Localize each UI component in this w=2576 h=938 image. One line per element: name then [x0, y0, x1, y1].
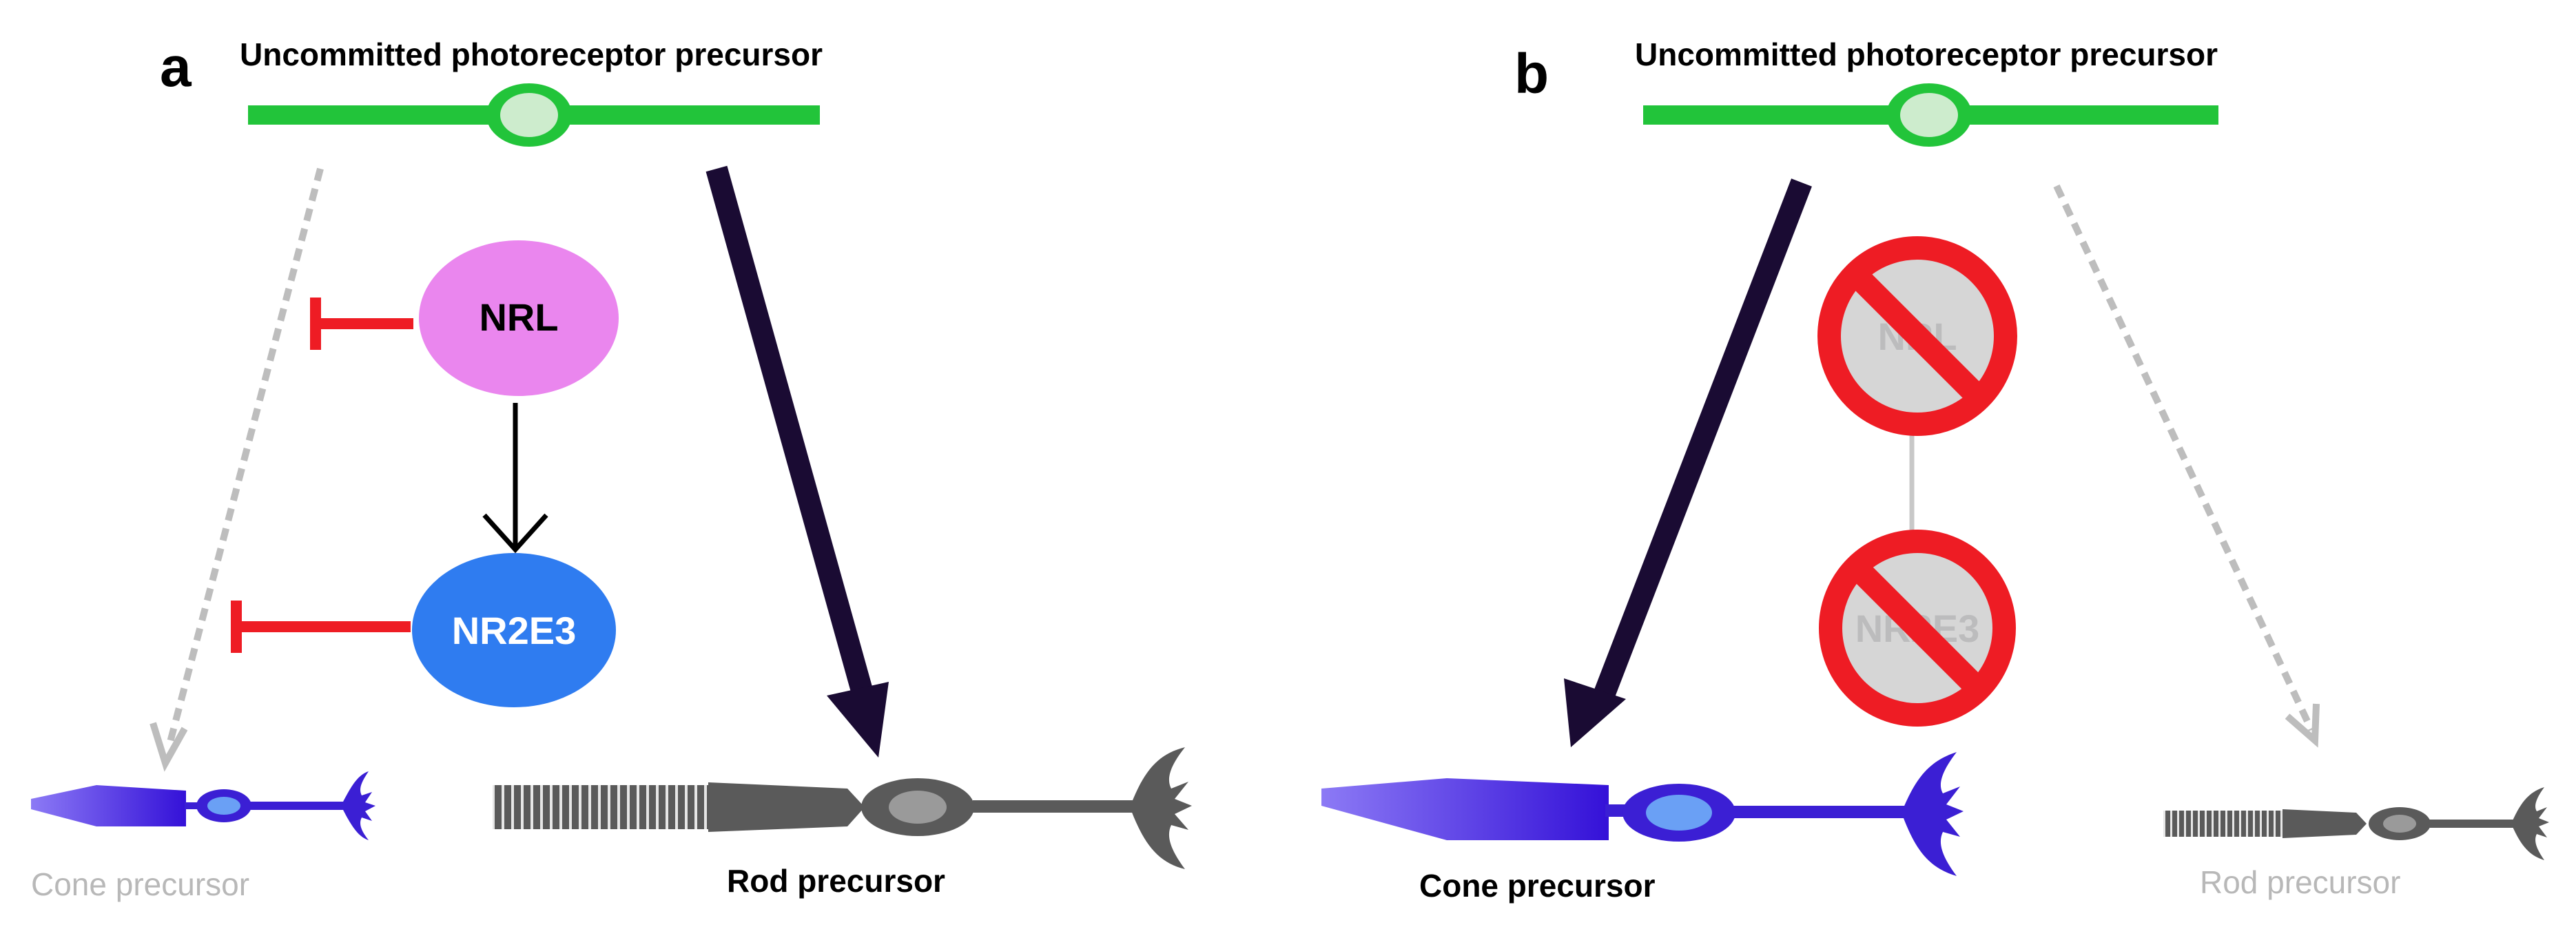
panel-a-top-label: Uncommitted photoreceptor precursor	[240, 37, 823, 72]
panel-b-nrl-blocked: NRL	[1817, 236, 2017, 436]
panel-b-top-label: Uncommitted photoreceptor precursor	[1635, 37, 2218, 72]
panel-a-dominant-arrow-to-rod	[705, 165, 889, 758]
panel-a: a Uncommitted photoreceptor precursor NR…	[31, 36, 1192, 902]
panel-b-nr2e3-blocked: NR2E3	[1819, 530, 2016, 727]
panel-a-nrl-label: NRL	[479, 295, 558, 339]
panel-b-dominant-arrow-to-cone	[1564, 178, 1812, 747]
panel-a-nrl-node: NRL	[419, 240, 619, 396]
panel-a-nr2e3-node: NR2E3	[412, 553, 616, 707]
panel-a-rod-label: Rod precursor	[727, 863, 945, 899]
panel-b-nr2e3-no-symbol	[1819, 530, 2016, 727]
panel-a-nr2e3-inhibition	[231, 601, 411, 653]
panel-a-cone-cell	[31, 771, 375, 840]
panel-b-cone-label: Cone precursor	[1419, 868, 1656, 904]
panel-b: b Uncommitted photoreceptor precursor NR…	[1321, 37, 2549, 904]
panel-b-faded-arrow-to-rod	[2053, 184, 2320, 748]
panel-b-rod-cell	[2163, 787, 2549, 860]
panel-a-letter: a	[160, 36, 192, 98]
panel-a-cone-label: Cone precursor	[31, 866, 249, 902]
panel-a-activation-arrow	[482, 403, 548, 554]
panel-a-nrl-inhibition	[310, 298, 413, 350]
panel-b-rod-label: Rod precursor	[2200, 864, 2400, 900]
panel-a-faded-arrow-to-cone	[150, 167, 324, 772]
panel-b-letter: b	[1514, 43, 1549, 105]
panel-b-uncommitted-precursor	[1643, 83, 2218, 147]
panel-b-nrl-no-symbol	[1817, 236, 2017, 436]
panel-a-uncommitted-precursor	[248, 83, 820, 147]
panel-b-cone-cell	[1321, 752, 1964, 876]
panel-a-rod-cell	[493, 747, 1192, 869]
panel-a-nr2e3-label: NR2E3	[452, 609, 577, 652]
